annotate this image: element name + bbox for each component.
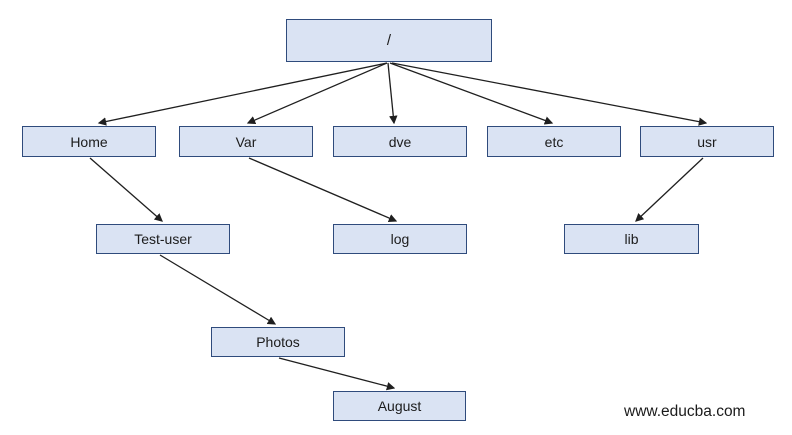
node-log-label: log — [390, 231, 410, 247]
node-test-user: Test-user — [96, 224, 230, 254]
node-lib-label: lib — [624, 231, 639, 247]
node-home-label: Home — [70, 133, 108, 150]
edge-home-testuser — [89, 157, 163, 222]
node-etc: etc — [487, 126, 621, 157]
edge-root-usr — [391, 62, 708, 126]
node-usr: usr — [640, 126, 774, 157]
edge-var-log — [248, 157, 398, 223]
node-home: Home — [22, 126, 156, 157]
edge-testuser-photos — [159, 254, 277, 325]
node-august: August — [333, 391, 466, 421]
edge-photos-august — [278, 357, 396, 391]
edge-usr-lib — [635, 157, 704, 222]
watermark: www.educba.com — [624, 403, 746, 420]
edge-root-etc — [389, 62, 554, 125]
node-var-label: Var — [235, 133, 257, 150]
node-test-user-label: Test-user — [134, 231, 192, 247]
edge-root-home — [97, 62, 388, 126]
node-august-label: August — [377, 398, 422, 414]
node-dve-label: dve — [388, 133, 412, 150]
node-log: log — [333, 224, 467, 254]
node-lib: lib — [564, 224, 699, 254]
node-photos-label: Photos — [256, 334, 300, 350]
node-root: / — [286, 19, 492, 62]
node-dve: dve — [333, 126, 467, 157]
node-etc-label: etc — [544, 133, 564, 150]
node-root-label: / — [386, 32, 392, 49]
edge-root-dve — [387, 62, 398, 125]
node-photos: Photos — [211, 327, 345, 357]
node-var: Var — [179, 126, 313, 157]
node-usr-label: usr — [697, 133, 717, 150]
edge-root-var — [246, 62, 388, 125]
